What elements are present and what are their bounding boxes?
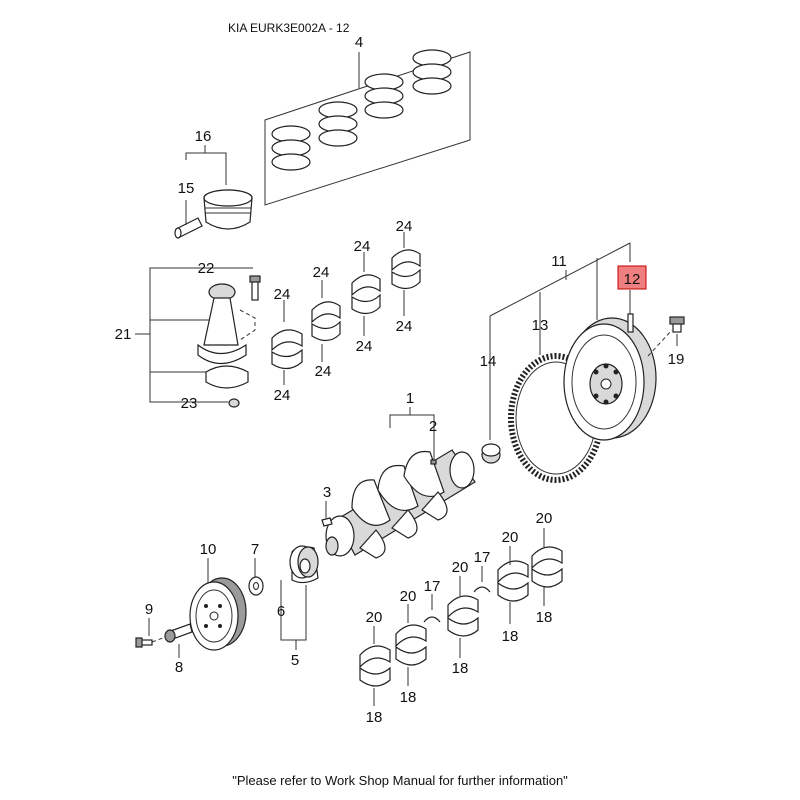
callout-21[interactable]: 21 <box>115 326 132 343</box>
callout-22[interactable]: 22 <box>198 260 215 277</box>
callout-5[interactable]: 5 <box>291 652 299 669</box>
callout-20-b[interactable]: 20 <box>400 588 417 605</box>
callout-24-g[interactable]: 24 <box>396 218 413 235</box>
callout-15[interactable]: 15 <box>178 180 195 197</box>
callout-16[interactable]: 16 <box>195 128 212 145</box>
callout-18-a[interactable]: 18 <box>366 709 383 726</box>
callout-24-f[interactable]: 24 <box>356 338 373 355</box>
callout-2[interactable]: 2 <box>429 418 437 435</box>
ring-set-2 <box>318 101 358 147</box>
callout-20-e[interactable]: 20 <box>536 510 553 527</box>
callout-18-e[interactable]: 18 <box>536 609 553 626</box>
ring-set-3 <box>364 73 404 119</box>
crankshaft-group <box>321 407 476 559</box>
callout-13[interactable]: 13 <box>532 317 549 334</box>
callout-18-b[interactable]: 18 <box>400 689 417 706</box>
piston-rings-group <box>264 49 471 206</box>
callout-12-highlight <box>617 265 647 290</box>
callout-18-d[interactable]: 18 <box>502 628 519 645</box>
callout-18-c[interactable]: 18 <box>452 660 469 677</box>
main-bearings-group <box>359 528 563 706</box>
callout-9[interactable]: 9 <box>145 601 153 618</box>
callout-14[interactable]: 14 <box>480 353 497 370</box>
callout-3[interactable]: 3 <box>323 484 331 501</box>
callout-24-d[interactable]: 24 <box>315 363 332 380</box>
callout-17-b[interactable]: 17 <box>474 549 491 566</box>
footer-note: "Please refer to Work Shop Manual for fu… <box>232 773 568 788</box>
callout-12[interactable]: 12 <box>624 271 641 288</box>
callout-8[interactable]: 8 <box>175 659 183 676</box>
ring-set-1 <box>271 125 311 171</box>
callout-24-e[interactable]: 24 <box>354 238 371 255</box>
callout-10[interactable]: 10 <box>200 541 217 558</box>
callout-20-d[interactable]: 20 <box>502 529 519 546</box>
callout-11[interactable]: 11 <box>551 253 567 270</box>
callout-24-h[interactable]: 24 <box>396 318 413 335</box>
callout-24-c[interactable]: 24 <box>313 264 330 281</box>
callout-17-a[interactable]: 17 <box>424 578 441 595</box>
callout-20-a[interactable]: 20 <box>366 609 383 626</box>
callout-19[interactable]: 19 <box>668 351 685 368</box>
callout-6[interactable]: 6 <box>277 603 285 620</box>
pulley-group <box>135 558 264 658</box>
callout-23[interactable]: 23 <box>181 395 198 412</box>
sprocket-group <box>280 545 319 650</box>
callout-24-a[interactable]: 24 <box>274 286 291 303</box>
flywheel-group <box>481 242 685 483</box>
callout-1[interactable]: 1 <box>406 390 414 407</box>
callout-20-c[interactable]: 20 <box>452 559 469 576</box>
callout-7[interactable]: 7 <box>251 541 259 558</box>
piston-group <box>174 145 253 239</box>
callout-4[interactable]: 4 <box>355 34 363 51</box>
callout-24-b[interactable]: 24 <box>274 387 291 404</box>
diagram-title: KIA EURK3E002A - 12 <box>228 21 350 35</box>
connecting-rod-group <box>135 267 261 408</box>
rod-bearings-group <box>271 232 421 385</box>
ring-set-4 <box>412 49 452 95</box>
